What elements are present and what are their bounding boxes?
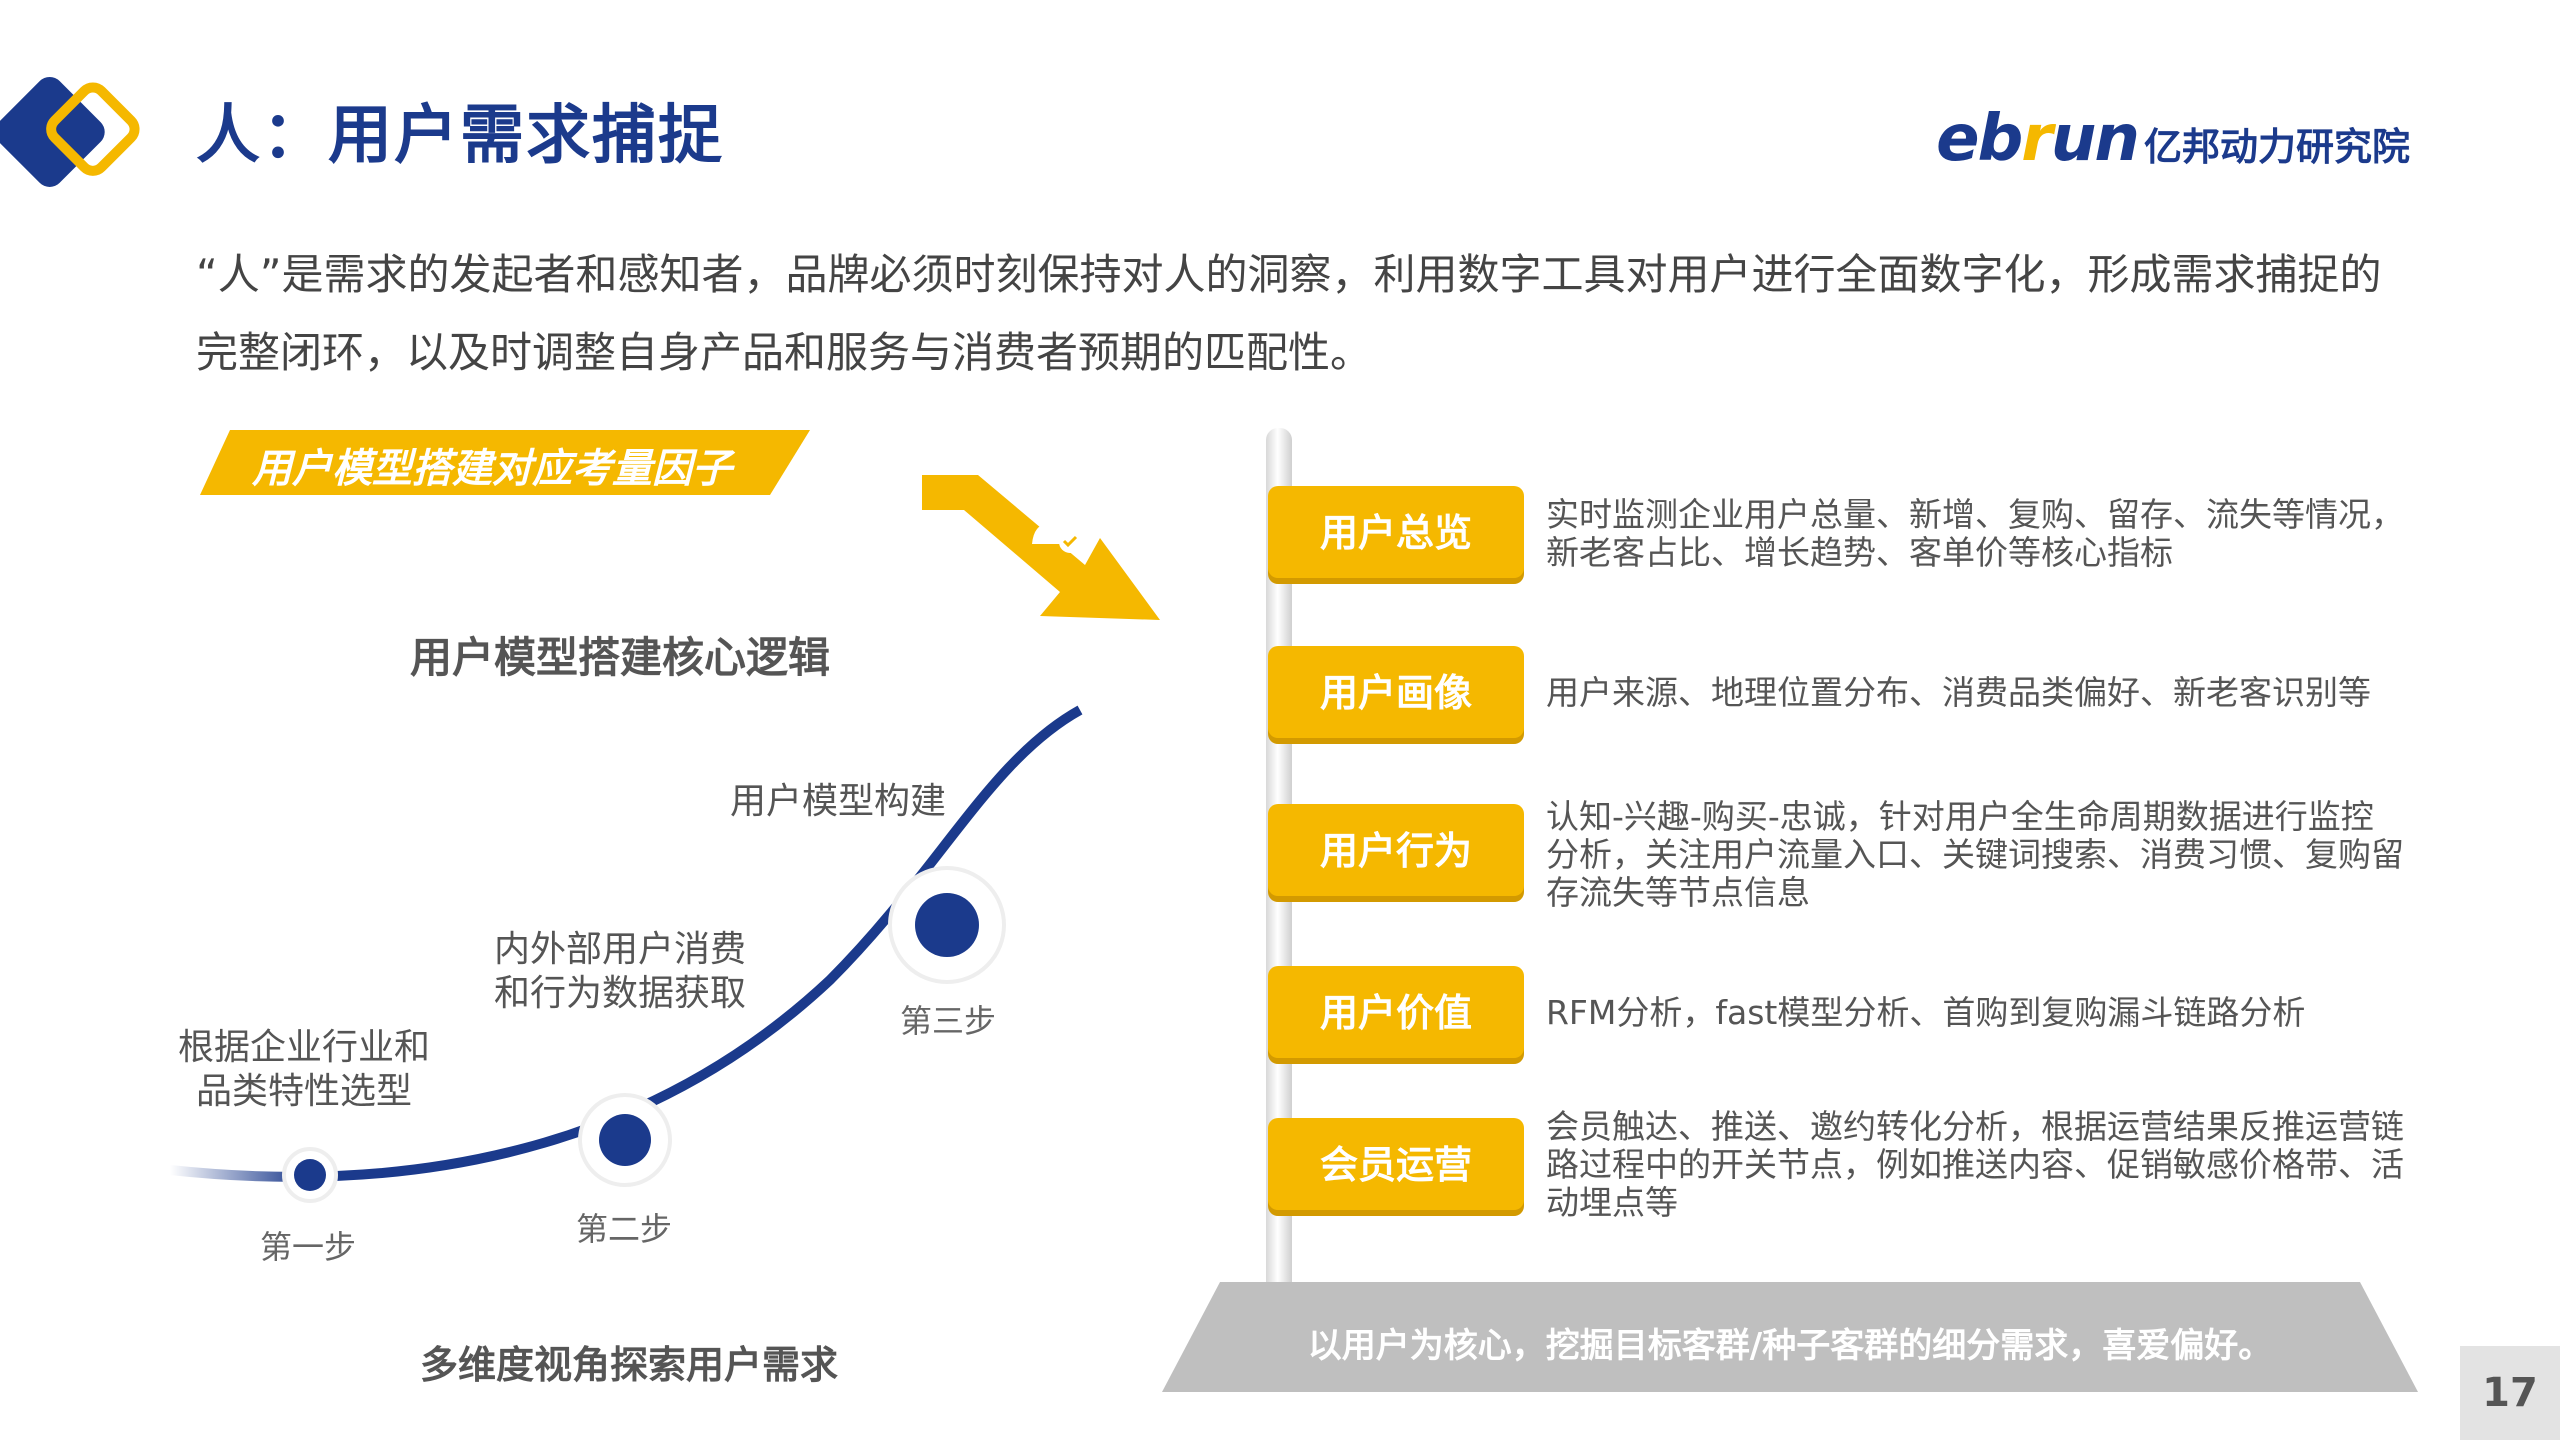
desc-user-overview: 实时监测企业用户总量、新增、复购、留存、流失等情况，新老客占比、增长趋势、客单价…: [1546, 495, 2404, 572]
desc-user-profile: 用户来源、地理位置分布、消费品类偏好、新老客识别等: [1546, 673, 2371, 712]
base-platform: [1162, 1282, 2418, 1392]
factor-banner: [200, 430, 1160, 620]
tag-user-overview: 用户总览: [1268, 486, 1524, 584]
user-check-icon: [1032, 502, 1081, 553]
logo-diamond-icon: [0, 76, 140, 187]
brand-logo-cn: 亿邦动力研究院: [2143, 125, 2410, 169]
brand-logo-en: ebrun: [1936, 102, 2140, 176]
tag-user-profile: 用户画像: [1268, 646, 1524, 744]
factor-banner-text: 用户模型搭建对应考量因子: [252, 446, 732, 492]
desc-user-behavior: 认知-兴趣-购买-忠诚，针对用户全生命周期数据进行监控分析，关注用户流量入口、关…: [1546, 797, 2404, 912]
growth-curve: [169, 705, 1083, 1182]
page-number-box: [2460, 1346, 2560, 1440]
desc-member-ops: 会员触达、推送、邀约转化分析，根据运营结果反推运营链路过程中的开关节点，例如推送…: [1546, 1107, 2404, 1222]
step-1-node: [282, 1147, 338, 1203]
brand-logo: ebrun 亿邦动力研究院: [1936, 102, 2410, 176]
growth-curve-diagram: [169, 705, 1083, 1203]
label-data-acquire-1: 内外部用户消费: [494, 929, 747, 970]
logic-title: 用户模型搭建核心逻辑: [410, 633, 831, 682]
desc-user-value: RFM分析，fast模型分析、首购到复购漏斗链路分析: [1546, 993, 2306, 1032]
page-title: 人：用户需求捕捉: [196, 99, 724, 173]
label-model-build: 用户模型构建: [730, 781, 947, 822]
tag-member-ops: 会员运营: [1268, 1118, 1524, 1216]
intro-paragraph: “人”是需求的发起者和感知者，品牌必须时刻保持对人的洞察，利用数字工具对用户进行…: [196, 250, 2382, 377]
label-select-type-1: 根据企业行业和: [178, 1027, 431, 1068]
tag-user-behavior: 用户行为: [1268, 804, 1524, 902]
step-1-label: 第一步: [260, 1228, 357, 1266]
step-2-label: 第二步: [576, 1210, 673, 1248]
explore-caption: 多维度视角探索用户需求: [420, 1343, 839, 1387]
base-caption: 以用户为核心，挖掘目标客群/种子客群的细分需求，喜爱偏好。: [1307, 1326, 2273, 1366]
step-2-node: [578, 1093, 672, 1187]
tag-user-value: 用户价值: [1268, 966, 1524, 1064]
page-number: 17: [2482, 1370, 2538, 1416]
label-select-type-2: 品类特性选型: [196, 1071, 413, 1112]
label-data-acquire-2: 和行为数据获取: [494, 973, 747, 1014]
step-3-label: 第三步: [900, 1002, 997, 1040]
step-3-node: [888, 866, 1006, 984]
